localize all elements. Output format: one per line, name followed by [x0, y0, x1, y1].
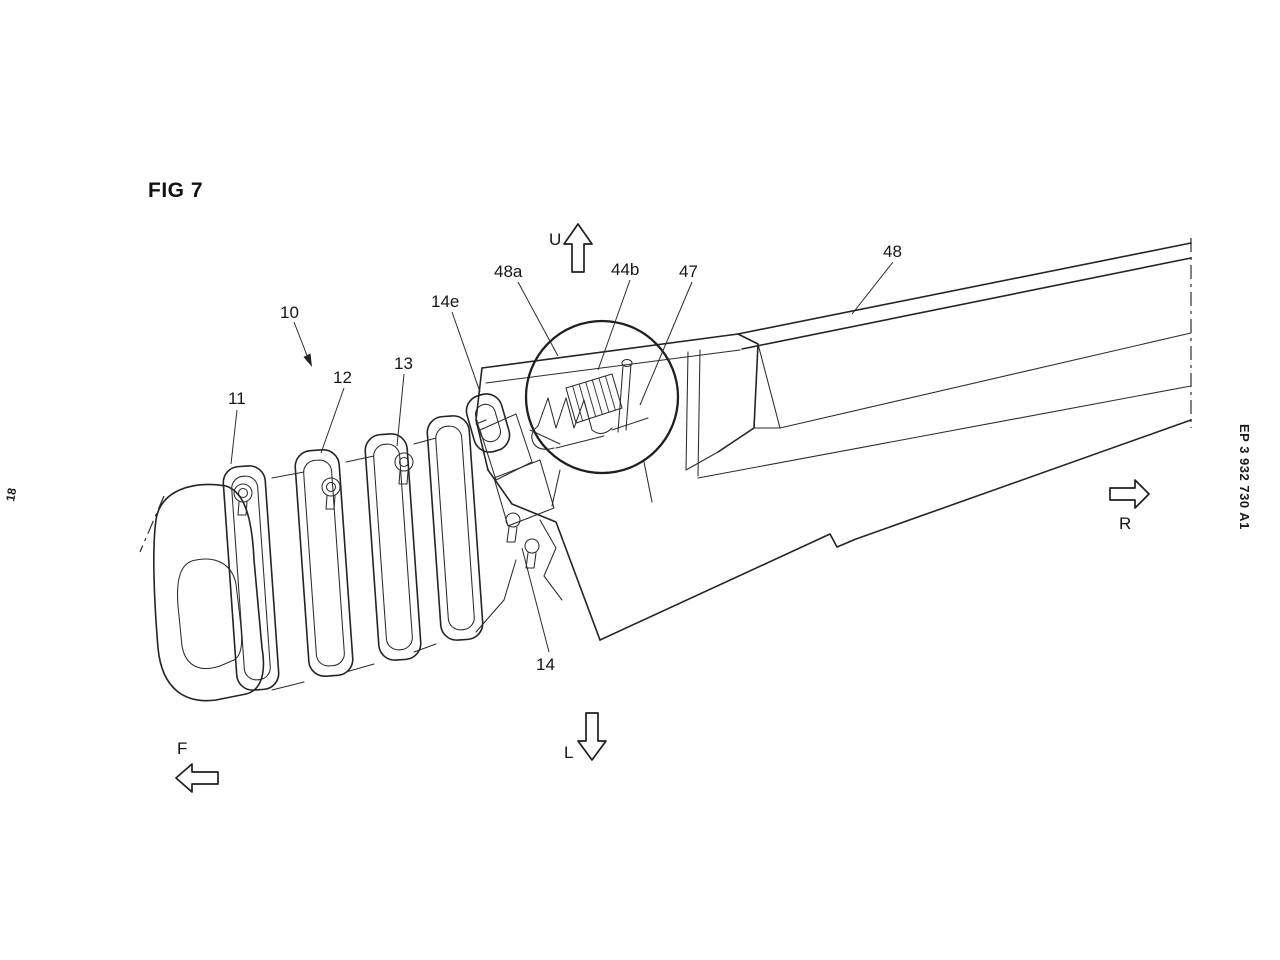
down-arrow-icon [577, 712, 607, 761]
bolt-13 [394, 452, 414, 485]
drawing [139, 238, 1192, 702]
part-labels: 10 11 12 13 14e 48a 44b 47 48 14 [228, 242, 902, 674]
part-label-14: 14 [536, 655, 555, 674]
part-label-48: 48 [883, 242, 902, 261]
ring-14e [465, 393, 511, 453]
spring-wire [531, 397, 613, 450]
direction-label-front: F [177, 739, 187, 758]
front-arrow-icon [175, 763, 219, 793]
part-label-44b: 44b [611, 260, 639, 279]
right-arrow-icon [1109, 479, 1150, 509]
bolt-12 [321, 477, 341, 510]
leader-arrowhead-10 [303, 353, 312, 367]
spring-block-44b [565, 373, 623, 424]
part-label-10: 10 [280, 303, 299, 322]
bolt-11 [233, 483, 253, 516]
leader-lines [230, 261, 894, 653]
direction-label-up: U [549, 230, 561, 249]
slide-assembly-10 [153, 415, 517, 702]
detail-circle-48a [524, 319, 680, 475]
rail-48-drawing [599, 242, 1192, 641]
sheet-number: 18 [3, 487, 19, 503]
part-label-47: 47 [679, 262, 698, 281]
part-label-11: 11 [228, 389, 246, 408]
pin-47 [617, 358, 633, 433]
direction-label-right: R [1119, 514, 1131, 533]
part-label-13: 13 [394, 354, 413, 373]
figure-title: FIG 7 [148, 179, 203, 202]
part-label-14e: 14e [431, 292, 459, 311]
up-arrow-icon [563, 223, 593, 273]
direction-arrows: U L F R [175, 223, 1150, 793]
direction-label-left: L [564, 743, 573, 762]
part-label-12: 12 [333, 368, 352, 387]
patent-number: EP 3 932 730 A1 [1237, 424, 1252, 530]
part-label-48a: 48a [494, 262, 523, 281]
